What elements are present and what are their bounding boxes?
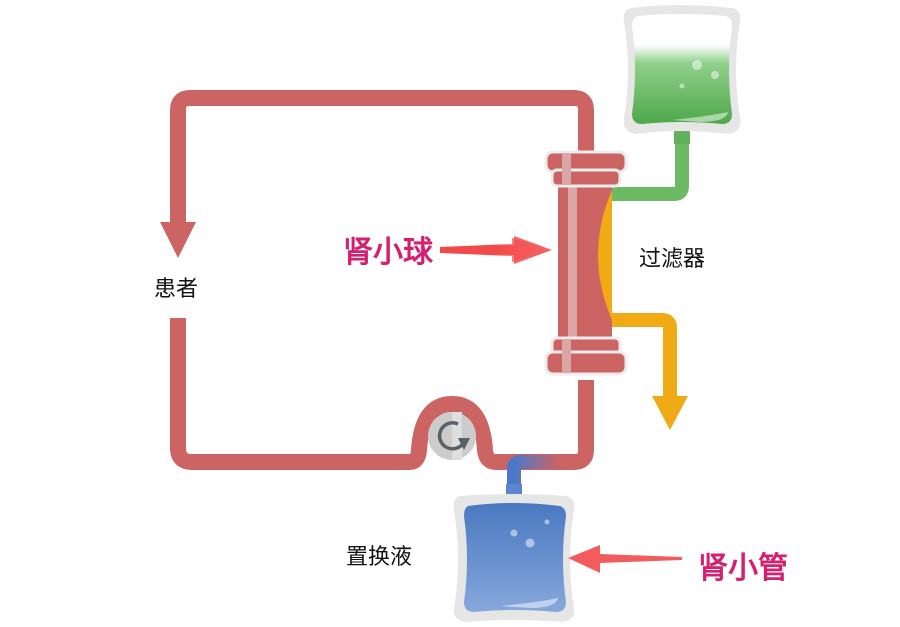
tubule-label: 肾小管 (698, 551, 788, 586)
waste-flow-arrow-down (652, 396, 688, 430)
glomerulus-arrow (440, 236, 552, 264)
blood-line-top (170, 90, 594, 222)
blood-line-bottom (170, 318, 594, 470)
blood-flow-arrow-down (160, 222, 196, 258)
glomerulus-label: 肾小球 (343, 235, 434, 270)
blood-pump (428, 412, 476, 460)
waste-line (610, 313, 688, 430)
filter (544, 150, 628, 376)
replacement-fluid-bag (453, 494, 575, 622)
tubule-arrow (568, 545, 682, 573)
rotate-cw-icon (437, 421, 466, 451)
dialysate-bag (623, 5, 741, 134)
filter-label: 过滤器 (639, 247, 705, 272)
patient-label: 患者 (154, 277, 198, 302)
replacement-fluid-label: 置换液 (346, 545, 412, 570)
blood-circuit (160, 90, 594, 470)
